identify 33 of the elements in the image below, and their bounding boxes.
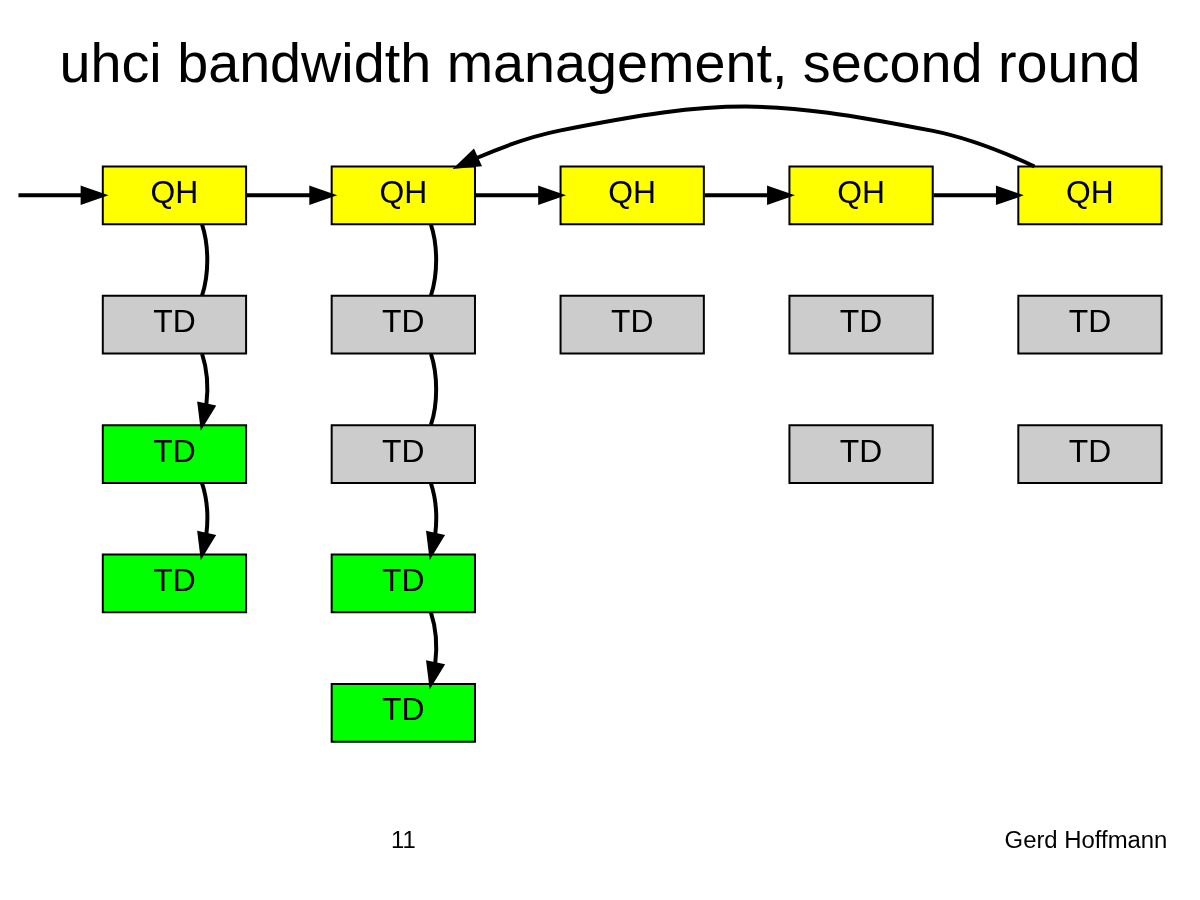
arrow — [704, 185, 795, 206]
node-box: TD — [330, 424, 476, 484]
arrow — [246, 185, 338, 206]
node-box: TD — [1017, 424, 1163, 484]
connector — [429, 353, 439, 426]
node-box: TD — [1017, 294, 1163, 355]
node-box: QH — [788, 165, 934, 226]
arrow — [197, 482, 217, 561]
arrow — [426, 482, 446, 561]
node-box: TD — [788, 424, 934, 484]
connector — [429, 224, 439, 297]
node-box: TD — [330, 553, 476, 614]
arrow — [452, 104, 1036, 169]
node-box: QH — [1017, 165, 1163, 226]
arrow — [18, 185, 109, 206]
arrow — [426, 612, 446, 690]
node-box: TD — [559, 294, 705, 355]
arrow — [933, 185, 1024, 206]
arrow — [197, 353, 217, 431]
node-box: QH — [330, 165, 476, 226]
node-box: TD — [330, 682, 476, 743]
label: Gerd Hoffmann — [1004, 826, 1168, 854]
node-box: QH — [101, 165, 248, 226]
node-box: TD — [330, 294, 476, 355]
node-box: TD — [101, 424, 248, 484]
node-box: TD — [788, 294, 934, 355]
node-box: QH — [559, 165, 705, 226]
node-box: TD — [101, 294, 248, 355]
arrow — [475, 185, 567, 206]
connector — [200, 224, 210, 297]
node-box: TD — [101, 553, 248, 614]
label: 11 — [390, 826, 416, 854]
diagram-title: uhci bandwidth management, second round — [59, 31, 1141, 94]
